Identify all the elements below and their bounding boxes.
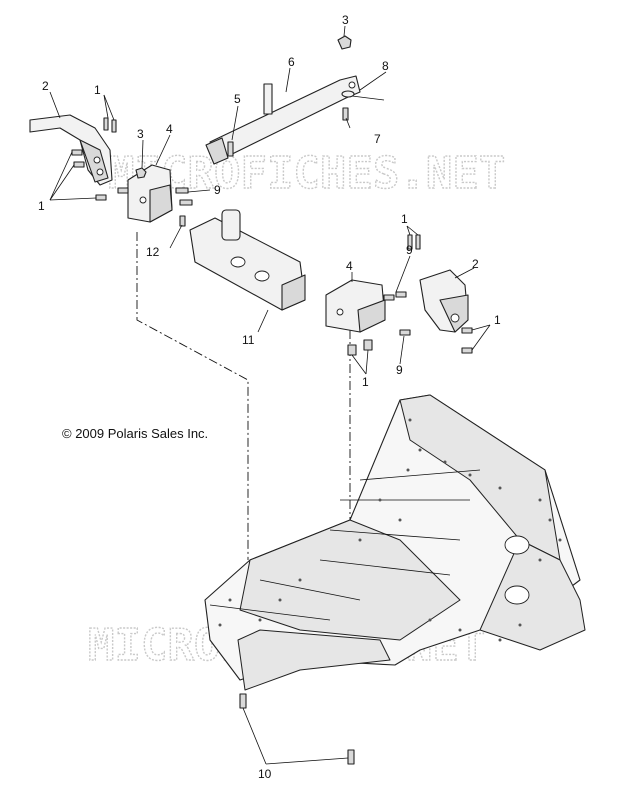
callout-9: 9 bbox=[214, 183, 221, 197]
callout-5: 5 bbox=[234, 92, 241, 106]
tie-bar bbox=[205, 75, 361, 165]
copyright-notice: © 2009 Polaris Sales Inc. bbox=[62, 426, 208, 441]
callout-6: 6 bbox=[288, 55, 295, 69]
leader-lines bbox=[49, 25, 491, 765]
callout-8: 8 bbox=[382, 59, 389, 73]
callout-3: 3 bbox=[342, 13, 349, 27]
callout-11: 11 bbox=[242, 333, 255, 347]
callout-4: 4 bbox=[346, 259, 353, 273]
callout-labels: 1 1 1 1 1 2 2 3 3 4 4 5 6 7 8 9 9 9 10 1… bbox=[38, 13, 501, 781]
callout-9: 9 bbox=[396, 363, 403, 377]
callout-7: 7 bbox=[374, 132, 381, 146]
callout-1: 1 bbox=[362, 375, 369, 389]
right-mount-plate bbox=[325, 279, 386, 333]
fasteners bbox=[71, 35, 473, 765]
callout-1: 1 bbox=[94, 83, 101, 97]
callout-3: 3 bbox=[137, 127, 144, 141]
callout-1: 1 bbox=[38, 199, 45, 213]
center-crossmember bbox=[189, 209, 306, 311]
callout-10: 10 bbox=[258, 767, 272, 781]
callout-4: 4 bbox=[166, 122, 173, 136]
callout-1: 1 bbox=[401, 212, 408, 226]
callout-2: 2 bbox=[472, 257, 479, 271]
left-mount-bracket bbox=[29, 114, 113, 186]
left-mount-plate bbox=[127, 164, 173, 223]
callout-12: 12 bbox=[146, 245, 160, 259]
callout-2: 2 bbox=[42, 79, 49, 93]
right-mount-bracket bbox=[419, 269, 469, 333]
chassis-bulkhead bbox=[204, 394, 586, 691]
watermark-top: MICROFICHES.NET bbox=[108, 148, 505, 199]
callout-1: 1 bbox=[494, 313, 501, 327]
callout-9: 9 bbox=[406, 243, 413, 257]
